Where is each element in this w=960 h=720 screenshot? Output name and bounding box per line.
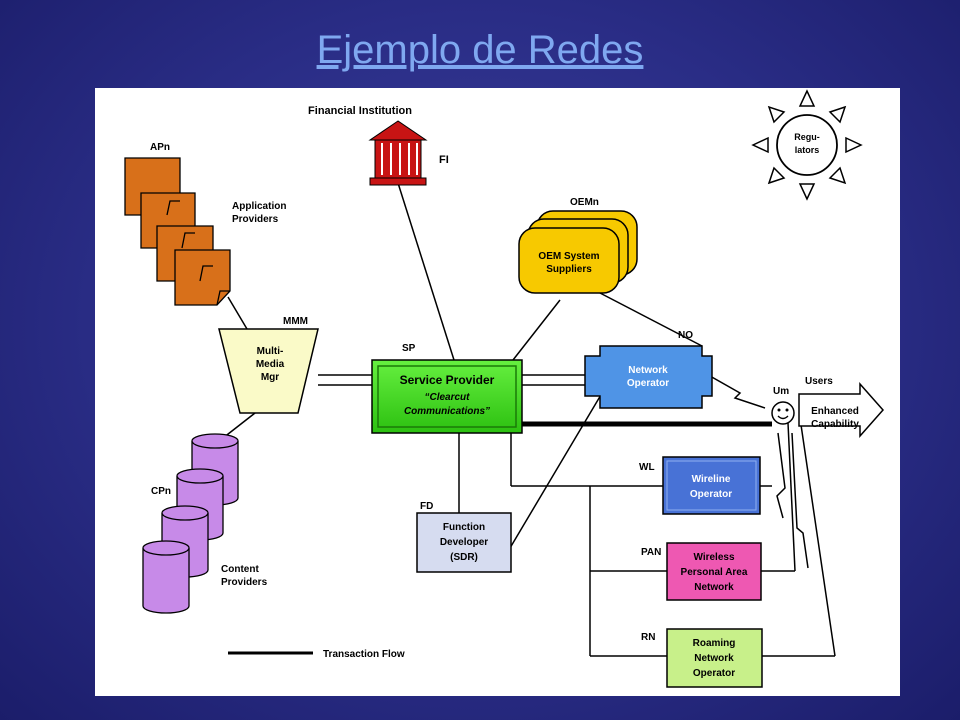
mmm-line3: Mgr (261, 372, 279, 383)
line-oem-no (599, 292, 703, 347)
wl-label-line1: Wireline (692, 474, 731, 485)
wireless-bolt-wpan (791, 432, 809, 569)
function-developer: FD Function Developer (SDR) (416, 501, 512, 573)
ap-abbr: APn (150, 142, 170, 153)
pan-abbr: PAN (641, 547, 661, 558)
application-providers: APn Application Providers (124, 142, 286, 306)
sp-box (371, 359, 523, 434)
pan-label-line3: Network (694, 582, 734, 593)
users-capability-line2: Capability (811, 419, 859, 430)
content-provider-db-icon (142, 433, 239, 614)
sp-inner-bevel (377, 365, 517, 428)
user-eye-right-icon (785, 408, 789, 412)
pan-label-line2: Personal Area (681, 567, 748, 578)
content-providers: CPn Content Providers (142, 433, 268, 614)
line-fi-sp (397, 182, 455, 361)
users-capability-line1: Enhanced (811, 406, 859, 417)
user-smile-icon (777, 415, 789, 420)
mmm-line2: Media (256, 359, 285, 370)
service-provider: SP Service Provider “Clearcut Communicat… (371, 343, 523, 434)
wireless-bolt-no (709, 375, 766, 409)
mmm-shape (218, 328, 319, 414)
users: Um Users Enhanced Capability (771, 376, 885, 438)
regulators-circle (776, 114, 838, 176)
user-eye-left-icon (777, 408, 781, 412)
network-operator: NO Network Operator (584, 330, 713, 409)
line-rn-user-2 (799, 417, 836, 657)
fd-box (416, 512, 512, 573)
rn-abbr: RN (641, 632, 655, 643)
user-face-icon (771, 401, 795, 425)
ap-label-line2: Providers (232, 214, 279, 225)
fi-roof-icon (368, 120, 428, 141)
rn-label-line3: Operator (693, 668, 735, 679)
oem-system-suppliers: OEMn OEM System Suppliers (518, 197, 638, 294)
sp-label-line3: Communications” (404, 406, 490, 417)
regulators-sun-icon: Regu- lators (751, 89, 863, 201)
sp-abbr: SP (402, 343, 416, 354)
regulators-line1: Regu- (794, 132, 820, 142)
no-label-line2: Operator (627, 378, 669, 389)
multimedia-manager: MMM Multi- Media Mgr (218, 316, 319, 414)
mmm-abbr: MMM (283, 316, 308, 327)
oem-label-line2: Suppliers (546, 264, 592, 275)
rn-label-line1: Roaming (693, 638, 736, 649)
fd-label-line3: (SDR) (450, 552, 478, 563)
rn-box (666, 628, 763, 688)
network-diagram: Financial Institution FI Regu- lators AP… (124, 89, 885, 688)
oem-abbr: OEMn (570, 197, 599, 208)
oem-label-line1: OEM System (538, 251, 599, 262)
connection-lines (222, 182, 836, 657)
sp-label-line2: “Clearcut (424, 392, 470, 403)
cp-abbr: CPn (151, 486, 171, 497)
no-shape (584, 345, 713, 409)
mmm-line1: Multi- (257, 346, 284, 357)
fi-label: Financial Institution (308, 105, 412, 117)
wireless-bolt-wl (776, 432, 786, 519)
line-mmm-cp (222, 412, 256, 439)
no-abbr: NO (678, 330, 693, 341)
fd-label-line1: Function (443, 522, 485, 533)
oem-card-front (518, 227, 620, 294)
wl-abbr: WL (639, 462, 655, 473)
slide-title: Ejemplo de Redes (316, 28, 644, 72)
regulators-line2: lators (795, 145, 820, 155)
wireless-personal-area-network: PAN Wireless Personal Area Network (641, 542, 762, 601)
pan-box (666, 542, 762, 601)
pan-label-line1: Wireless (693, 552, 734, 563)
users-label: Users (805, 376, 833, 387)
line-ap-mmm (227, 296, 248, 330)
fi-base-icon (369, 177, 427, 186)
wl-label-line2: Operator (690, 489, 732, 500)
cp-label-line1: Content (221, 564, 259, 575)
fi-abbr: FI (439, 154, 449, 166)
roaming-network-operator: RN Roaming Network Operator (641, 628, 763, 688)
fi-columns-icon (381, 143, 418, 175)
app-provider-docs-icon (124, 157, 231, 306)
rn-label-line2: Network (694, 653, 734, 664)
line-no-fd (509, 382, 609, 549)
enhanced-capability-arrow-icon (798, 382, 885, 438)
cp-label-line2: Providers (221, 577, 268, 588)
wireline-operator: WL Wireline Operator (639, 456, 761, 515)
legend-label: Transaction Flow (323, 649, 405, 660)
line-oem-sp (512, 299, 561, 361)
fd-label-line2: Developer (440, 537, 488, 548)
ap-label-line1: Application (232, 201, 286, 212)
users-abbr: Um (773, 386, 789, 397)
line-wpan-user-2 (787, 422, 796, 572)
wl-inner-bevel (666, 460, 757, 511)
financial-institution: Financial Institution FI (308, 105, 449, 186)
wl-box (662, 456, 761, 515)
network-diagram-panel: Financial Institution FI Regu- lators AP… (95, 88, 900, 696)
sp-label-line1: Service Provider (400, 373, 495, 387)
fd-abbr: FD (420, 501, 433, 512)
no-label-line1: Network (628, 365, 668, 376)
legend: Transaction Flow (228, 649, 405, 660)
